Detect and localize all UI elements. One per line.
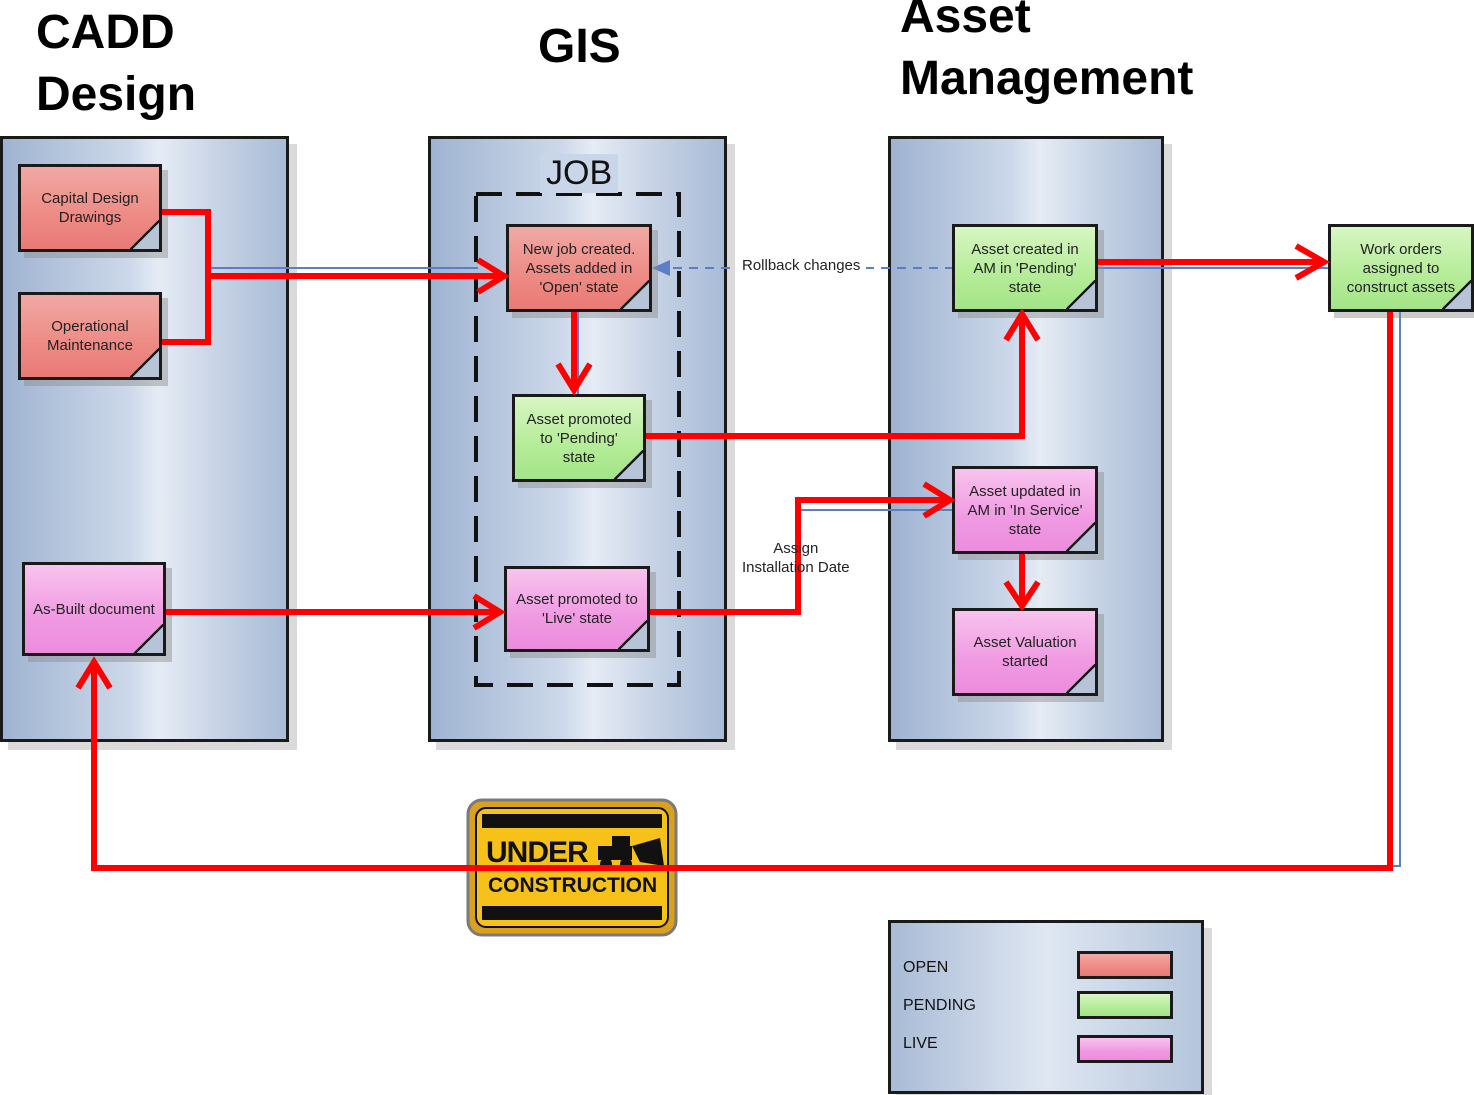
legend: OPEN PENDING LIVE xyxy=(888,920,1204,1094)
heading-asset-management: Asset Management xyxy=(900,0,1194,105)
legend-swatch-live xyxy=(1077,1035,1173,1063)
arrowhead-in-service xyxy=(922,481,956,519)
arrowhead-am-pending xyxy=(1003,308,1041,342)
sign-text-under: UNDER xyxy=(486,836,589,869)
arrowhead-live xyxy=(472,593,506,631)
flow-pending-to-am xyxy=(646,314,1025,439)
node-asset-created-am-pending[interactable]: Asset created in AM in 'Pending' state xyxy=(952,224,1098,312)
heading-gis: GIS xyxy=(538,20,621,73)
legend-label-pending: PENDING xyxy=(903,997,976,1014)
legend-label-live: LIVE xyxy=(903,1035,938,1052)
arrowhead-new-job xyxy=(476,257,510,295)
hazard-stripes-bottom xyxy=(482,906,662,920)
flow-capital-bracket xyxy=(162,209,211,345)
legend-label-open: OPEN xyxy=(903,959,949,976)
blue-line-workorders-down xyxy=(1390,312,1401,867)
edge-label-rollback-changes: Rollback changes xyxy=(736,257,867,274)
node-asset-updated-in-service[interactable]: Asset updated in AM in 'In Service' stat… xyxy=(952,466,1098,554)
arrowhead-valuation xyxy=(1003,580,1041,612)
node-asset-promoted-live[interactable]: Asset promoted to 'Live' state xyxy=(504,566,650,652)
node-capital-design-drawings[interactable]: Capital Design Drawings xyxy=(18,164,162,252)
node-operational-maintenance[interactable]: Operational Maintenance xyxy=(18,292,162,380)
arrowhead-workorders xyxy=(1294,243,1331,281)
job-label: JOB xyxy=(540,154,619,193)
arrowhead-as-built xyxy=(75,656,113,690)
flow-live-to-inservice xyxy=(650,497,950,615)
arrowhead-pending xyxy=(555,362,593,396)
legend-swatch-pending xyxy=(1077,991,1173,1019)
flow-workorders-to-asbuilt xyxy=(91,312,1393,871)
node-as-built-document[interactable]: As-Built document xyxy=(22,562,166,656)
sign-text-construction: CONSTRUCTION xyxy=(488,874,658,897)
node-asset-valuation-started[interactable]: Asset Valuation started xyxy=(952,608,1098,696)
legend-swatch-open xyxy=(1077,951,1173,979)
node-asset-promoted-pending[interactable]: Asset promoted to 'Pending' state xyxy=(512,394,646,482)
node-work-orders-assigned[interactable]: Work orders assigned to construct assets xyxy=(1328,224,1474,312)
node-new-job-created[interactable]: New job created. Assets added in 'Open' … xyxy=(506,224,652,312)
edge-label-assign-installation-date: Assign Installation Date xyxy=(742,540,850,576)
heading-cadd-design: CADD Design xyxy=(36,6,197,121)
hazard-stripes-top xyxy=(482,814,662,828)
